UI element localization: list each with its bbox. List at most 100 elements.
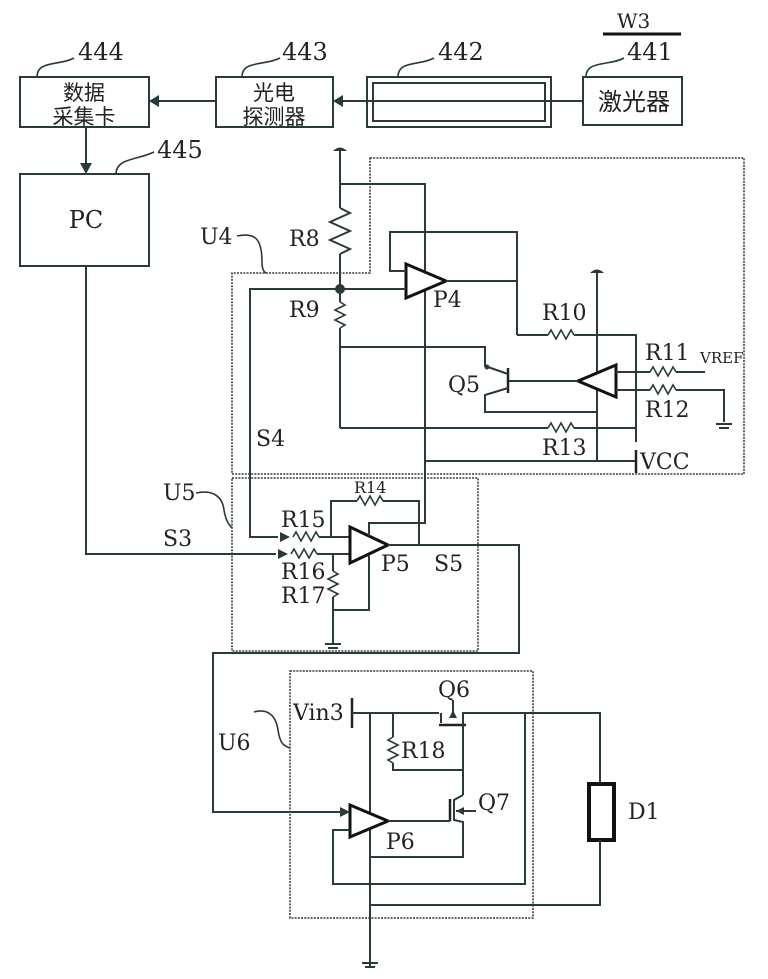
r17-label: R17: [281, 584, 326, 609]
arrow-head-pc: [80, 163, 92, 174]
r12-resistor: [649, 383, 677, 396]
r18-resistor: [386, 736, 400, 764]
sample-cell-leader: [397, 57, 435, 78]
pc-block: [19, 173, 150, 267]
q7-drain-wire: [370, 794, 464, 858]
photodetector-label-line1: 光电: [253, 81, 295, 105]
r10-right-wire: [574, 334, 637, 442]
laser-leader: [585, 57, 625, 78]
u6-label: U6: [218, 731, 251, 756]
s3-label: S3: [163, 527, 192, 552]
s5-wire: [212, 544, 520, 813]
r9-resistor: [333, 301, 347, 329]
photodetector-leader: [241, 57, 281, 78]
daq-label-line1: 数据: [63, 81, 105, 105]
q5-emitter-wire: [484, 387, 597, 413]
r14-left-wire: [330, 500, 357, 537]
s4-wire: [249, 485, 278, 538]
error-amp: [574, 362, 618, 400]
photodetector-label-line2: 探测器: [243, 105, 306, 129]
pc-label: PC: [69, 206, 104, 234]
r11-label: R11: [645, 341, 690, 366]
r18-bottom-wire: [392, 763, 463, 771]
arrow-head-r16: [278, 549, 288, 559]
p4-label: P4: [433, 288, 462, 313]
u4-boundary: [231, 157, 745, 475]
r14-label: R14: [354, 478, 386, 497]
q7-label: Q7: [478, 791, 510, 816]
arrow-head-p6: [340, 807, 350, 817]
r8-label: R8: [289, 227, 320, 252]
arrow-head-r15: [280, 532, 290, 542]
r12-label: R12: [645, 398, 690, 423]
r12-ground-wire: [676, 389, 725, 422]
s4-label: S4: [256, 427, 285, 452]
p6-opamp: [348, 802, 392, 840]
arrow-head-daq: [149, 95, 159, 107]
d1-bottom-wire: [370, 840, 601, 906]
pc-ref: 445: [157, 136, 203, 164]
p4-input-wire: [249, 288, 406, 485]
u6-boundary: [289, 670, 534, 919]
p4-feedback-wire: [389, 231, 518, 335]
supply-symbol-right: [590, 269, 604, 273]
r17-resistor: [326, 570, 340, 598]
r14-right-wire: [383, 500, 420, 545]
ground-symbol-u5: [325, 643, 341, 649]
u5-label: U5: [163, 481, 196, 506]
d1-label: D1: [628, 800, 660, 825]
sample-cell-ref: 442: [438, 38, 484, 66]
r9-label: R9: [289, 298, 320, 323]
d1-load: [587, 782, 616, 842]
q5-label: Q5: [448, 373, 480, 398]
p5-ground-wire: [333, 555, 370, 611]
q6-source-wire: [462, 712, 601, 787]
vcc-label: VCC: [639, 450, 690, 475]
ground-symbol-u6: [362, 962, 378, 968]
p5-label: P5: [381, 552, 410, 577]
q6-arrow: [449, 710, 457, 718]
figure-label: W3: [617, 9, 650, 33]
r15-label: R15: [281, 508, 326, 533]
laser-ref: 441: [627, 38, 673, 66]
q7-arrow: [456, 807, 464, 815]
q5-dot: [484, 364, 490, 370]
pc-leader: [115, 151, 155, 175]
arrow-head-detector: [333, 95, 343, 107]
u4-label: U4: [200, 225, 233, 250]
daq-leader: [36, 57, 75, 78]
daq-block: [19, 76, 150, 128]
r18-label: R18: [401, 739, 446, 764]
p6-label: P6: [386, 830, 415, 855]
photodetector-ref: 443: [282, 38, 328, 66]
daq-label-line2: 采集卡: [53, 105, 116, 129]
q5-collector-wire: [340, 346, 509, 375]
r13-label: R13: [542, 436, 587, 461]
p6-feedback-wire: [332, 713, 526, 885]
r16-resistor: [290, 547, 318, 560]
r13-resistor: [547, 421, 575, 434]
p4-opamp: [404, 261, 450, 301]
ground-symbol-r12: [716, 423, 732, 429]
u6-leader: [253, 710, 291, 749]
s5-label: S5: [434, 552, 463, 577]
daq-ref: 444: [78, 38, 124, 66]
q6-label: Q6: [438, 678, 470, 703]
s3-wire: [85, 266, 276, 555]
supply-symbol-top: [333, 147, 347, 151]
r11-resistor: [649, 365, 677, 378]
vin3-label: Vin3: [292, 701, 344, 726]
r10-label: R10: [542, 301, 587, 326]
u5-leader: [195, 491, 233, 529]
u4-leader: [236, 234, 267, 274]
r16-label: R16: [281, 560, 326, 585]
r8-resistor: [327, 207, 353, 255]
laser-label: 激光器: [598, 88, 670, 116]
r10-resistor: [547, 328, 575, 341]
p4-supply-rail: [340, 183, 426, 464]
r14-resistor: [356, 494, 384, 507]
p5-supply-wire: [368, 464, 426, 536]
u5-boundary: [231, 477, 479, 652]
r15-resistor: [292, 530, 320, 543]
